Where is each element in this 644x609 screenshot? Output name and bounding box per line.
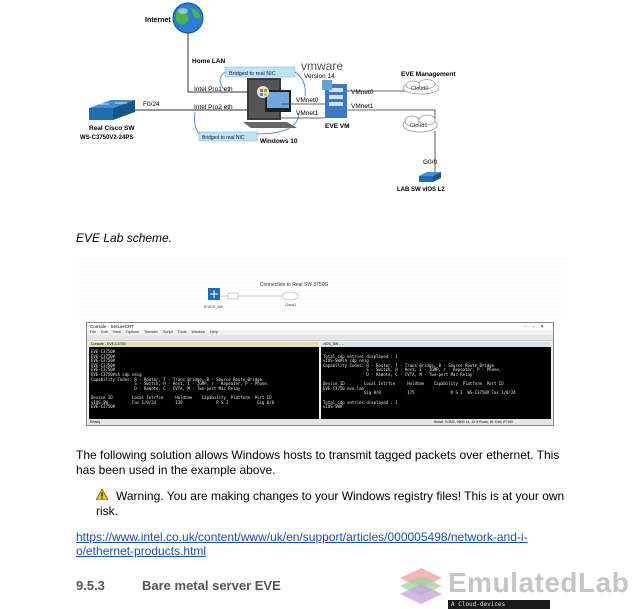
node-switch-icon[interactable] (208, 288, 220, 300)
terminal-line: S - Switch, H - Host, I - IGMP, r - Repe… (323, 367, 502, 373)
windows-label: Windows 10 (260, 138, 298, 145)
left-tab[interactable]: Console - EVE-C3750 (89, 342, 319, 347)
intel-pro1-label: Intel Pro1 eth (194, 86, 233, 93)
cloud0-label: Cloud0 (411, 86, 428, 92)
terminal-line: S - Switch, H - Host, I - IGMP, r - Repe… (91, 381, 270, 387)
menu-item-options[interactable]: Options (125, 330, 139, 334)
eve-lab-screenshot: Connection to Real SW 3750G R vIOS_SW Cl… (76, 258, 566, 428)
terminal-line: Device ID Local Intrfce Holdtme Capabili… (323, 381, 504, 387)
eve-vm-server-icon (322, 80, 347, 118)
eve-vm-label: EVE VM (325, 123, 350, 130)
terminal-line: vIOS-SW Fas 1/0/24 139 R S I Gig 0/0 (91, 399, 275, 405)
menu-item-window[interactable]: Window (191, 330, 206, 334)
bridged-tag-1: Bridged to real NIC (229, 71, 276, 77)
terminal-line: Total cdp entries displayed : 1 (323, 353, 398, 359)
lab-port-label: G0/0 (423, 159, 437, 166)
menu-item-script[interactable]: Script (162, 330, 173, 334)
left-terminal-output: EVE-C3750#EVE-C3750#EVE-C3750#EVE-C3750#… (89, 347, 319, 413)
terminal-line: vIOS-SW# (323, 404, 343, 410)
globe-icon (172, 2, 204, 34)
intel-support-link[interactable]: https://www.intel.co.uk/content/www/uk/e… (76, 530, 528, 558)
terminal-line: EVE-C3750.eve.lab (323, 385, 364, 391)
cloud-node-label: Cloud1 (285, 303, 296, 307)
menu-bar[interactable]: File Edit View Options Transfer Script Tools Wi… (87, 330, 553, 335)
windows-pc-icon (243, 78, 297, 128)
body-paragraph: The following solution allows Windows ho… (76, 448, 560, 477)
window-title: Console - SecureCRT (90, 324, 134, 329)
terminal-line: EVE-C3750# (91, 404, 116, 410)
emulatedlab-logo-text: EmulatedLab (448, 567, 630, 598)
vmware-version-label: Version 14 (304, 73, 335, 80)
terminal-line: D - Remote, C - CVTA, M - Two-port Mac R… (91, 385, 241, 391)
warning-icon (95, 488, 110, 504)
terminal-line: EVE-C3750# (91, 367, 116, 373)
switch-name-label: Real Cisco SW (89, 125, 135, 132)
status-left: Ready (90, 420, 101, 424)
terminal-line: EVE-C3750# (91, 358, 116, 364)
right-tab[interactable]: vIOS_SW - ... (321, 342, 551, 347)
terminal-line: vIOS-SW#sh cdp neig (323, 358, 369, 364)
menu-item-view[interactable]: View (112, 330, 121, 334)
lab-switch-icon (419, 172, 441, 182)
terminal-line: Total cdp entries displayed : 1 (323, 399, 398, 405)
terminal-line: EVE-C3750# (91, 349, 116, 354)
window-controls[interactable]: –▫✕ (524, 324, 550, 329)
menu-item-tools[interactable]: Tools (177, 330, 187, 334)
switch-model-label: WS-C3750V2-24PS (80, 135, 133, 141)
warning-block: Warning. You are making changes to your … (95, 488, 566, 519)
bridged-tag-2: Bridged to real NIC (202, 135, 245, 141)
menu-item-transfer[interactable]: Transfer (143, 330, 158, 334)
window-titlebar[interactable]: Console - SecureCRT –▫✕ (87, 323, 553, 330)
securecrt-window[interactable]: Console - SecureCRT –▫✕ File Edit View Opti… (86, 322, 554, 426)
node-cloud-icon[interactable] (281, 291, 299, 301)
internet-label: Internet (145, 17, 171, 24)
vmware-logo: vmware (301, 59, 343, 73)
emulatedlab-logo-icon (400, 568, 442, 604)
node-label: R vIOS_SW (204, 305, 224, 309)
right-terminal-pane[interactable]: vIOS_SW - ... Total cdp entries displaye… (321, 342, 551, 420)
terminal-line: D - Remote, C - CVTA, M - Two-port Mac R… (323, 371, 473, 377)
menu-item-edit[interactable]: Edit (101, 330, 108, 334)
cloud1-label: Cloud1 (410, 123, 427, 129)
status-right: Serial: COM1, 9600 14, 13 9 Rows, 81 Col… (433, 420, 513, 424)
vmnet1-left-label: VMnet1 (296, 110, 319, 117)
section-number: 9.5.3 (76, 578, 105, 593)
home-lan-label: Home LAN (192, 58, 226, 65)
left-terminal-pane[interactable]: Console - EVE-C3750 EVE-C3750#EVE-C3750#… (89, 342, 319, 420)
status-bar: Ready Serial: COM1, 9600 14, 13 9 Rows, … (87, 419, 553, 425)
corner-terminal-snippet: A Cloud-devices (448, 600, 550, 609)
terminal-line: EVE-C3750# (91, 362, 116, 368)
topology-canvas: Connection to Real SW 3750G R vIOS_SW Cl… (76, 258, 566, 320)
cisco-switch-icon (89, 100, 135, 120)
terminal-line: EVE-C3750#sh cdp neig (91, 371, 142, 377)
menu-item-file[interactable]: File (90, 330, 97, 334)
cloud1-icon (402, 114, 438, 133)
terminal-line: EVE-C3750# (91, 353, 116, 359)
terminal-line: Device ID Local Intrfce Holdtme Capabili… (91, 394, 272, 400)
topology-connection-label: Connection to Real SW 3750G (260, 282, 328, 288)
figure-caption: EVE Lab scheme. (76, 231, 173, 245)
cloud0-icon (402, 79, 440, 95)
toolbar[interactable] (87, 335, 553, 341)
vmnet1-right-label: VMnet1 (351, 103, 374, 110)
warning-text: Warning. You are making changes to your … (96, 489, 565, 518)
terminal-line: Gig 0/0 175 R S I WS-C3750V Fas 1/0/24 (323, 390, 516, 396)
eve-management-label: EVE Management (401, 71, 456, 78)
menu-item-help[interactable]: Help (210, 330, 218, 334)
lab-sw-label: LAB SW vIOS L2 (397, 187, 445, 193)
vmnet0-left-label: VMnet0 (296, 97, 319, 104)
network-diagram: Internet Home LAN Bridged to real NIC In… (80, 2, 456, 193)
switch-port-label: F0/24 (143, 101, 160, 108)
intel-pro2-label: Intel Pro2 eth (194, 104, 233, 111)
vmnet0-right-label: VMnet0 (351, 89, 374, 96)
section-title: Bare metal server EVE (142, 578, 281, 593)
terminal-line: Capability Codes: R - Router, T - Trans … (323, 362, 494, 368)
terminal-line: Capability Codes: R - Router, T - Trans … (91, 376, 262, 382)
